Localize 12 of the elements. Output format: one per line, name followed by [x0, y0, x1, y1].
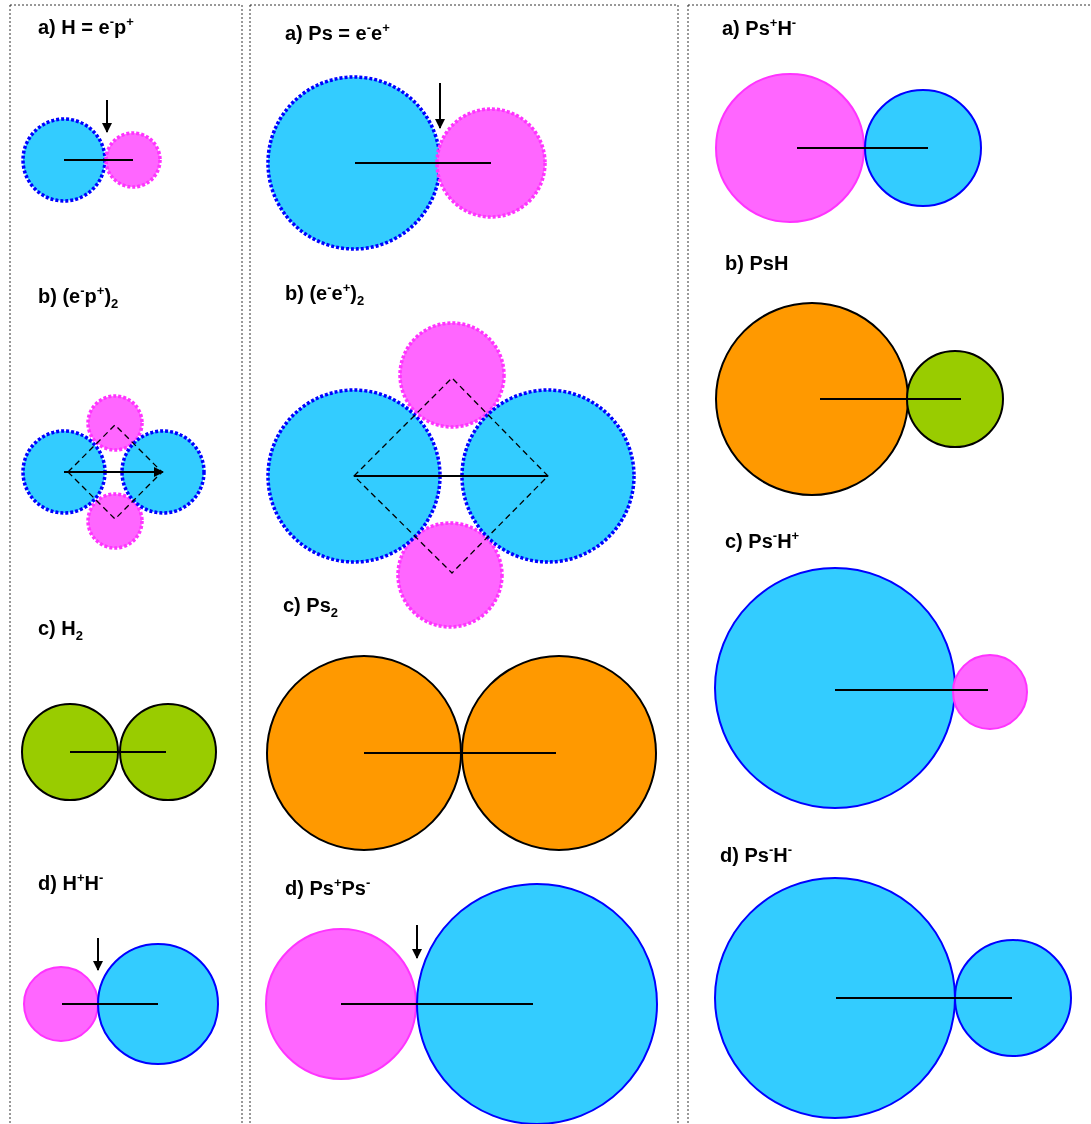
- diagram-heading: d) Ps$^{-}$H$^{-}$: [720, 841, 793, 867]
- diagram-heading: c) H$_{2}$: [38, 616, 84, 645]
- diagram-heading: a) Ps = e$^{-}$e$^{+}$: [285, 19, 390, 45]
- diagram-heading: a) Ps$^{+}$H$^{-}$: [722, 14, 797, 40]
- diagram-heading: d) Ps$^{+}$Ps$^{-}$: [285, 874, 371, 900]
- diagram-heading: b) PsH: [725, 251, 789, 275]
- diagram-heading: a) H = e$^{-}$p$^{+}$: [38, 13, 134, 39]
- diagram-heading: b) (e$^{-}$p$^{+}$)$_{2}$: [38, 282, 119, 313]
- diagram-heading: c) Ps$^{-}$H$^{+}$: [725, 527, 800, 553]
- diagram-heading: d) H$^{+}$H$^{-}$: [38, 869, 104, 895]
- diagram-heading: c) Ps$_{2}$: [283, 593, 339, 622]
- diagram-heading: b) (e$^{-}$e$^{+}$)$_{2}$: [285, 279, 365, 310]
